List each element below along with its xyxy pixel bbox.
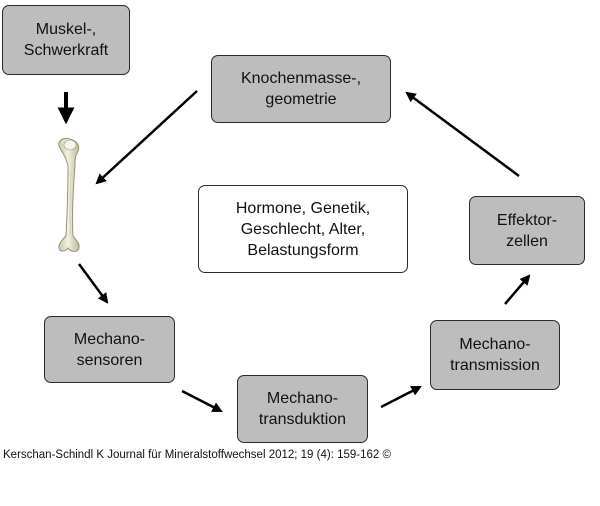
- arrow-mechanotransduktion-to-mechanotransmission: [380, 385, 422, 409]
- node-knochenmasse-geometrie: Knochenmasse-, geometrie: [211, 55, 391, 123]
- citation-text: Kerschan-Schindl K Journal für Mineralst…: [3, 449, 391, 461]
- arrow-knochen-to-bone: [95, 90, 198, 185]
- arrow-mechanosensoren-to-mechanotransduktion: [181, 389, 223, 413]
- node-effektorzellen: Effektor- zellen: [469, 196, 585, 265]
- node-hormone-genetik: Hormone, Genetik, Geschlecht, Alter, Bel…: [198, 185, 408, 273]
- node-label: Mechano- transmission: [450, 336, 540, 374]
- node-label: Effektor- zellen: [496, 211, 558, 250]
- arrow-bone-to-mechanosensoren: [77, 263, 109, 304]
- node-label: Mechano- sensoren: [73, 330, 146, 369]
- arrow-mechanotransmission-to-effektor: [504, 274, 531, 305]
- node-mechanotransduktion: Mechano- transduktion: [237, 375, 368, 443]
- node-label: Hormone, Genetik, Geschlecht, Alter, Bel…: [235, 199, 371, 259]
- node-label: Mechano- transduktion: [258, 390, 347, 428]
- node-label: Muskel-, Schwerkraft: [23, 21, 109, 59]
- femur-bone-icon: [58, 138, 80, 252]
- node-muskel-schwerkraft: Muskel-, Schwerkraft: [2, 5, 130, 75]
- node-mechanosensoren: Mechano- sensoren: [44, 316, 175, 383]
- node-mechanotransmission: Mechano- transmission: [430, 320, 560, 390]
- node-label: Knochenmasse-, geometrie: [240, 70, 362, 108]
- arrow-effektor-to-knochen: [405, 91, 520, 178]
